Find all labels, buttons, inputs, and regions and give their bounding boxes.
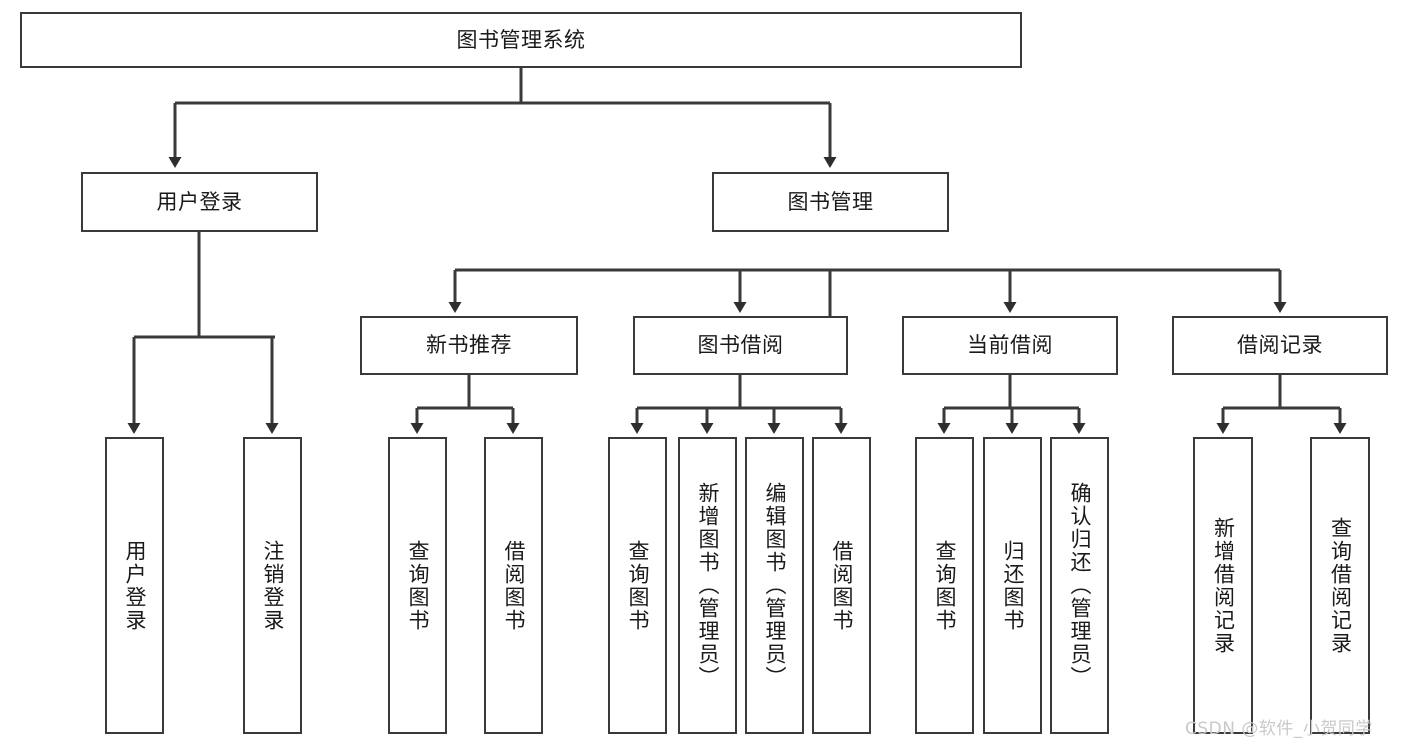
node-label: 图书借阅: [697, 333, 784, 358]
node-label: 用户登录: [156, 189, 243, 214]
node-label: 查询图书: [626, 539, 650, 632]
node-label: 借阅图书: [502, 539, 526, 632]
node-book-borrow[interactable]: 图书借阅: [633, 316, 848, 375]
leaf-user-login-logout[interactable]: 注销登录: [243, 437, 302, 734]
leaf-book-borrow-add-book-admin[interactable]: 新增图书（管理员）: [678, 437, 737, 734]
node-book-management[interactable]: 图书管理: [712, 172, 949, 232]
node-label: 图书管理: [787, 189, 874, 214]
leaf-borrow-record-query-record[interactable]: 查询借阅记录: [1310, 437, 1370, 734]
node-root-book-management-system[interactable]: 图书管理系统: [20, 12, 1022, 68]
leaf-current-borrow-query-book[interactable]: 查询图书: [915, 437, 974, 734]
node-label: 新书推荐: [426, 333, 512, 358]
node-current-borrow[interactable]: 当前借阅: [902, 316, 1118, 375]
node-label: 查询图书: [933, 539, 957, 632]
leaf-new-book-query-book[interactable]: 查询图书: [388, 437, 447, 734]
node-borrow-record[interactable]: 借阅记录: [1172, 316, 1388, 375]
leaf-book-borrow-query-book[interactable]: 查询图书: [608, 437, 667, 734]
node-new-book-recommend[interactable]: 新书推荐: [360, 316, 578, 375]
node-label: 借阅图书: [830, 539, 854, 632]
node-label: 归还图书: [1001, 539, 1025, 632]
node-label: 新增借阅记录: [1211, 516, 1236, 655]
leaf-user-login-login[interactable]: 用户登录: [105, 437, 164, 734]
node-label: 用户登录: [123, 539, 147, 632]
leaf-book-borrow-edit-book-admin[interactable]: 编辑图书（管理员）: [745, 437, 804, 734]
leaf-current-borrow-return-book[interactable]: 归还图书: [983, 437, 1042, 734]
node-label: 新增图书（管理员）: [696, 482, 720, 689]
node-label: 注销登录: [261, 539, 285, 632]
node-label: 图书管理系统: [456, 27, 586, 52]
leaf-borrow-record-add-record[interactable]: 新增借阅记录: [1193, 437, 1253, 734]
node-user-login[interactable]: 用户登录: [81, 172, 318, 232]
node-label: 查询图书: [406, 539, 430, 632]
node-label: 借阅记录: [1237, 333, 1323, 358]
node-label: 查询借阅记录: [1328, 516, 1353, 655]
leaf-current-borrow-confirm-return-admin[interactable]: 确认归还（管理员）: [1050, 437, 1109, 734]
node-label: 确认归还（管理员）: [1068, 482, 1092, 689]
leaf-book-borrow-borrow-book[interactable]: 借阅图书: [812, 437, 871, 734]
leaf-new-book-borrow-book[interactable]: 借阅图书: [484, 437, 543, 734]
node-label: 当前借阅: [967, 333, 1053, 358]
node-label: 编辑图书（管理员）: [763, 482, 787, 689]
